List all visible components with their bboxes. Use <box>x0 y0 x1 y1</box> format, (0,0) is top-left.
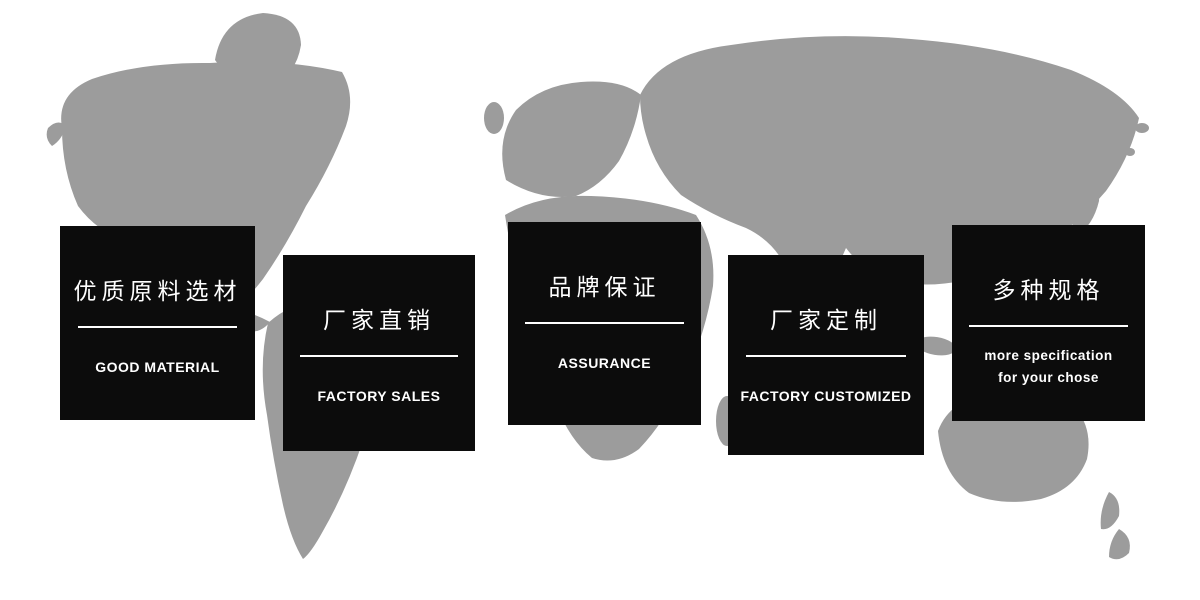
feature-card-subtitle: FACTORY SALES <box>317 388 441 404</box>
feature-card-more-specification: 多种规格 more specification for your chose <box>952 225 1145 421</box>
feature-card-title: 多种规格 <box>992 277 1105 303</box>
japan-shape <box>1071 165 1100 236</box>
feature-card-subtitle: FACTORY CUSTOMIZED <box>740 388 912 404</box>
north-america-shape <box>61 61 351 310</box>
feature-card-subtitle: GOOD MATERIAL <box>95 359 220 375</box>
new-zealand-shape <box>1109 529 1130 560</box>
feature-card-divider <box>745 355 907 357</box>
feature-card-title: 厂家直销 <box>323 307 435 333</box>
feature-card-good-material: 优质原料选材 GOOD MATERIAL <box>60 226 255 420</box>
feature-card-title: 优质原料选材 <box>73 278 242 304</box>
feature-card-divider <box>77 326 238 328</box>
small-island-shape <box>1125 148 1135 156</box>
feature-card-divider <box>969 325 1128 327</box>
feature-card-factory-customized: 厂家定制 FACTORY CUSTOMIZED <box>728 255 924 455</box>
feature-card-subtitle: more specification for your chose <box>984 348 1113 385</box>
feature-card-title: 厂家定制 <box>770 307 882 333</box>
small-island-shape <box>1135 123 1149 133</box>
uk-shape <box>484 102 504 134</box>
feature-card-divider <box>525 322 684 324</box>
feature-card-divider <box>300 355 458 357</box>
feature-card-factory-sales: 厂家直销 FACTORY SALES <box>283 255 475 451</box>
feature-card-title: 品牌保证 <box>548 274 661 300</box>
alaska-islands-shape <box>46 122 66 146</box>
indonesia-island-shape <box>916 336 956 356</box>
new-zealand-shape <box>1100 492 1120 530</box>
europe-shape <box>502 81 641 197</box>
feature-card-assurance: 品牌保证 ASSURANCE <box>508 222 701 425</box>
feature-card-subtitle: ASSURANCE <box>557 355 652 371</box>
